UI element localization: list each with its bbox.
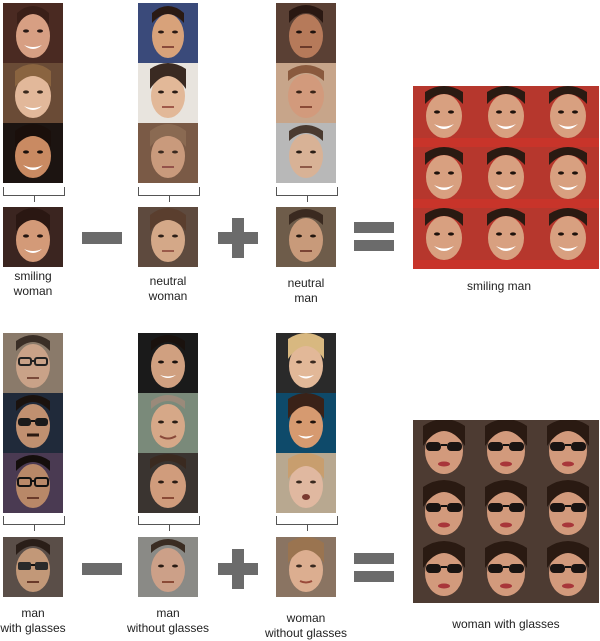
face-man-without-glasses-3 — [138, 453, 198, 513]
group-brace — [138, 187, 200, 202]
face-man-without-glasses-2 — [138, 393, 198, 453]
group-brace — [3, 187, 65, 202]
face-neutral-woman-2 — [138, 63, 198, 123]
face-neutral-woman-average — [138, 207, 198, 267]
face-man-with-glasses-2 — [3, 393, 63, 453]
face-neutral-man-2 — [276, 63, 336, 123]
face-woman-without-glasses-average — [276, 537, 336, 597]
face-neutral-woman-1 — [138, 3, 198, 63]
result-faces-smiling-man — [413, 86, 599, 269]
group-brace — [138, 516, 200, 531]
face-neutral-man-1 — [276, 3, 336, 63]
face-man-without-glasses-1 — [138, 333, 198, 393]
face-woman-without-glasses-1 — [276, 333, 336, 393]
result-label-woman-with-glasses: woman with glasses — [452, 617, 560, 631]
face-smiling-woman-2 — [3, 63, 63, 123]
face-neutral-woman-3 — [138, 123, 198, 183]
face-man-with-glasses-average — [3, 537, 63, 597]
face-neutral-man-3 — [276, 123, 336, 183]
result-faces-woman-with-glasses — [412, 418, 600, 604]
face-smiling-woman-3 — [3, 123, 63, 183]
group-brace — [276, 516, 338, 531]
face-neutral-man-average — [276, 207, 336, 267]
minus-operator — [82, 563, 122, 575]
face-woman-without-glasses-3 — [276, 453, 336, 513]
group-brace — [3, 516, 65, 531]
face-man-with-glasses-3 — [3, 453, 63, 513]
face-woman-without-glasses-2 — [276, 393, 336, 453]
group-brace — [276, 187, 338, 202]
face-man-with-glasses-1 — [3, 333, 63, 393]
result-label-smiling-man: smiling man — [466, 279, 532, 293]
result-grid-woman-with-glasses — [412, 418, 600, 604]
face-smiling-woman-average — [3, 207, 63, 267]
result-grid-smiling-man — [413, 86, 599, 269]
face-smiling-woman-1 — [3, 3, 63, 63]
face-man-without-glasses-average — [138, 537, 198, 597]
minus-operator — [82, 232, 122, 244]
